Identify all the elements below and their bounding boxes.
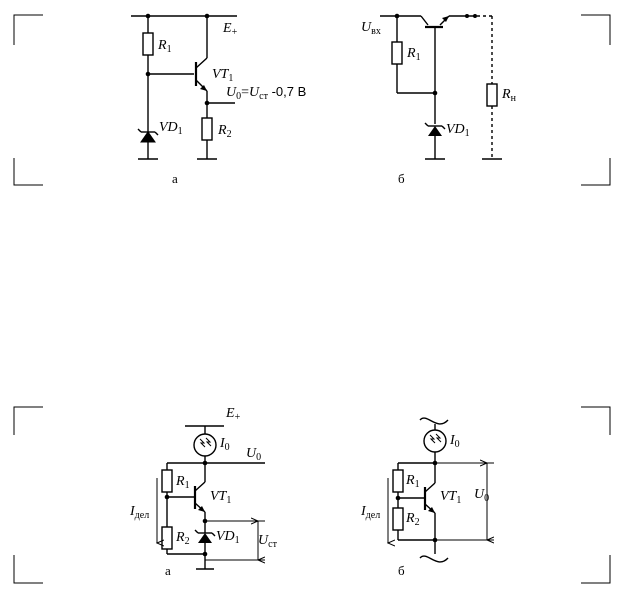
vd1-label: VD1 bbox=[159, 120, 183, 137]
r2-label: R2 bbox=[175, 530, 190, 547]
caption-2b: б bbox=[398, 563, 405, 578]
zener-vd1 bbox=[194, 529, 216, 543]
resistor-r1 bbox=[392, 469, 404, 493]
r1-label: R1 bbox=[406, 46, 421, 63]
r2-label: R2 bbox=[405, 511, 420, 528]
r1-label: R1 bbox=[175, 474, 190, 491]
circuit-1b: Uвх R1 VD1 bbox=[361, 13, 517, 186]
circuit-1a: E+ R1 VD1 VT1 bbox=[131, 13, 306, 186]
ust-label: Uст bbox=[258, 533, 278, 550]
vt1-label: VT1 bbox=[440, 489, 461, 506]
uin-label: Uвх bbox=[361, 20, 381, 37]
idel-label: Iдел bbox=[360, 504, 380, 521]
u0-label: U0 bbox=[474, 487, 489, 504]
supply-label: E+ bbox=[222, 21, 238, 38]
rn-label: Rн bbox=[501, 87, 517, 104]
transistor-vt1 bbox=[194, 57, 208, 92]
vd1-label: VD1 bbox=[216, 529, 240, 546]
resistor-r1 bbox=[142, 32, 154, 56]
vt1-label: VT1 bbox=[212, 67, 233, 84]
output-label: U0=Uст -0,7 В bbox=[226, 84, 306, 102]
transistor-vt1 bbox=[420, 15, 450, 29]
transistor-vt1 bbox=[423, 482, 436, 514]
resistor-r1 bbox=[161, 469, 173, 493]
caption-2a: а bbox=[165, 563, 171, 578]
resistor-r2 bbox=[201, 117, 213, 141]
vt1-label: VT1 bbox=[210, 489, 231, 506]
i0-label: I0 bbox=[219, 436, 230, 453]
circuit-2b: I0 R1 R2 Iдел VT1 bbox=[360, 417, 494, 578]
r1-label: R1 bbox=[405, 473, 420, 490]
r2-label: R2 bbox=[217, 123, 232, 140]
caption-1a: а bbox=[172, 171, 178, 186]
idel-label: Iдел bbox=[129, 504, 149, 521]
zener-vd1 bbox=[424, 122, 446, 136]
resistor-r2 bbox=[161, 526, 173, 550]
current-source-i0 bbox=[193, 433, 217, 463]
current-source-i0 bbox=[423, 429, 447, 453]
resistor-rn bbox=[486, 83, 498, 107]
resistor-r1 bbox=[391, 41, 403, 65]
caption-1b: б bbox=[398, 171, 405, 186]
transistor-vt1 bbox=[193, 481, 206, 513]
resistor-r2 bbox=[392, 507, 404, 531]
crop-marks bbox=[13, 14, 611, 584]
r1-label: R1 bbox=[157, 38, 172, 55]
i0-label: I0 bbox=[449, 433, 460, 450]
vd1-label: VD1 bbox=[446, 122, 470, 139]
circuit-2a: E+ I0 U0 R1 R2 Iдел bbox=[129, 406, 278, 578]
u0-label: U0 bbox=[246, 446, 261, 463]
supply-label: E+ bbox=[225, 406, 241, 423]
